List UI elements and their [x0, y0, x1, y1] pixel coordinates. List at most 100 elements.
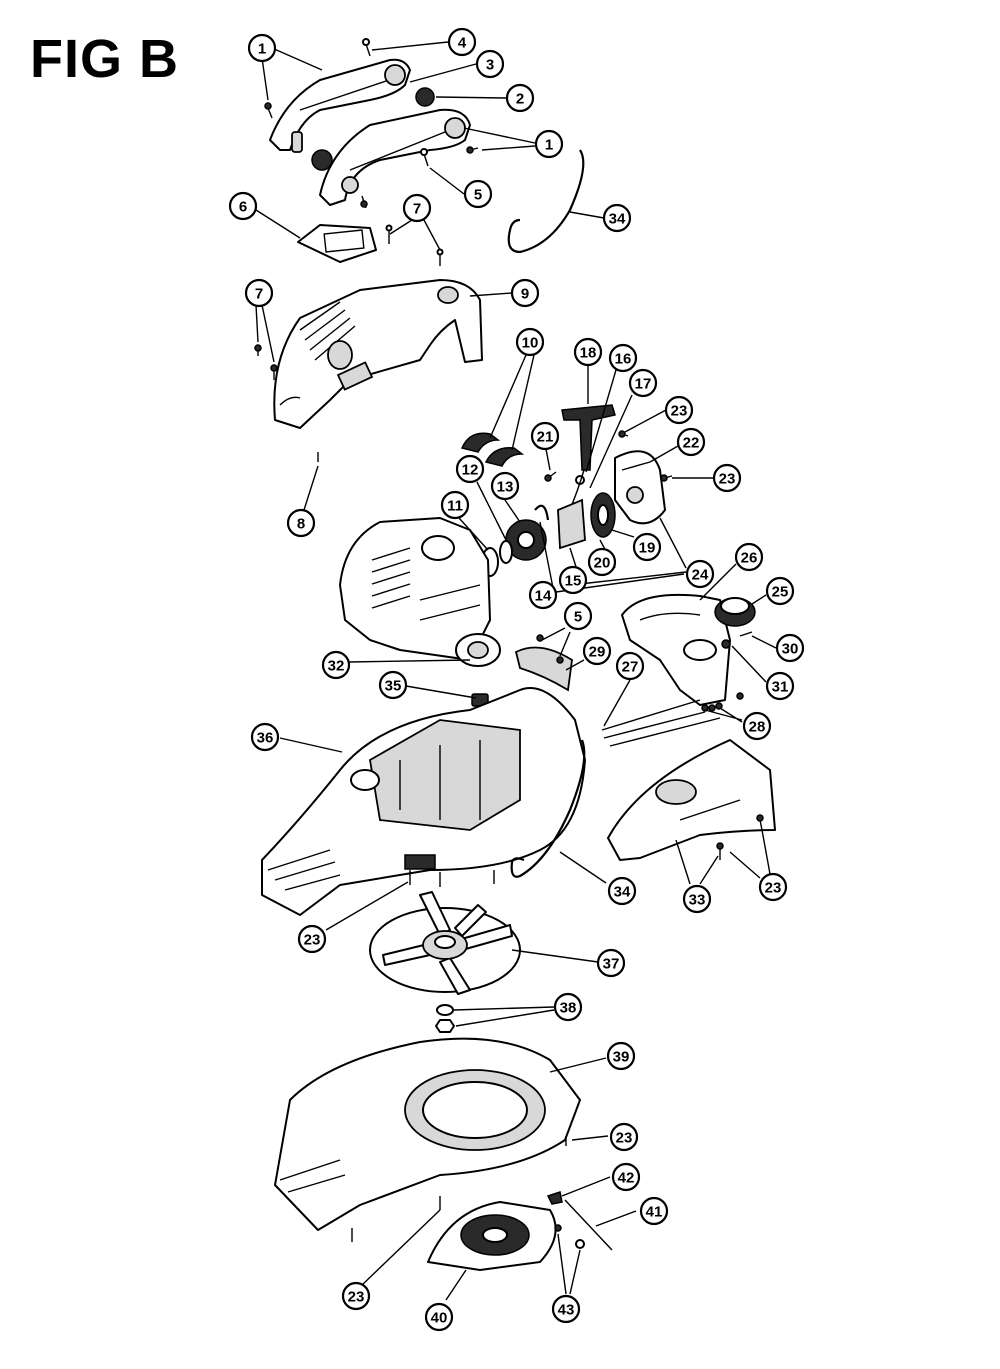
callout-23: 23: [297, 924, 327, 954]
callout-label: 35: [385, 678, 402, 695]
callout-23: 23: [758, 872, 788, 902]
callout-34: 34: [607, 876, 637, 906]
callout-23: 23: [664, 395, 694, 425]
callout-label: 13: [497, 479, 514, 496]
callout-label: 2: [516, 91, 524, 108]
side-cover-29: [514, 646, 573, 692]
callout-label: 28: [749, 719, 766, 736]
rod-41: [564, 1199, 613, 1251]
callout-27: 27: [615, 651, 645, 681]
callout-30: 30: [775, 633, 805, 663]
callout-circle: [582, 636, 612, 666]
callout-31: 31: [765, 671, 795, 701]
throttle-cable-lower: [510, 739, 586, 878]
callout-20: 20: [587, 547, 617, 577]
callout-39: 39: [606, 1041, 636, 1071]
callout-3: 3: [475, 49, 505, 79]
callout-7: 7: [244, 278, 274, 308]
callout-5: 5: [463, 179, 493, 209]
callout-label: 5: [574, 609, 582, 626]
callout-circle: [321, 650, 351, 680]
callout-23: 23: [712, 463, 742, 493]
callout-circle: [553, 992, 583, 1022]
callout-label: 27: [622, 659, 639, 676]
callout-circle: [510, 278, 540, 308]
callout-circle: [402, 193, 432, 223]
callout-circle: [573, 337, 603, 367]
callout-label: 9: [521, 286, 529, 303]
fuel-lines: [601, 699, 721, 747]
callout-circle: [639, 1196, 669, 1226]
lower-housing: [274, 1037, 581, 1231]
callout-circle: [734, 542, 764, 572]
nut-38: [435, 1019, 455, 1033]
callout-label: 15: [565, 573, 582, 590]
side-cover-33: [607, 739, 776, 861]
callout-circle: [424, 1302, 454, 1332]
callout-35: 35: [378, 670, 408, 700]
callout-15: 15: [558, 565, 588, 595]
callout-circle: [475, 49, 505, 79]
callout-circle: [664, 395, 694, 425]
callout-label: 36: [257, 730, 274, 747]
callout-29: 29: [582, 636, 612, 666]
callout-14: 14: [528, 580, 558, 610]
callout-32: 32: [321, 650, 351, 680]
callout-circle: [632, 532, 662, 562]
engine-shroud: [273, 279, 483, 429]
callout-label: 41: [646, 1204, 663, 1221]
callout-label: 40: [431, 1310, 448, 1327]
callout-circle: [765, 576, 795, 606]
callout-36: 36: [250, 722, 280, 752]
gasket-10b: [484, 447, 525, 467]
callout-circle: [341, 1281, 371, 1311]
callout-circle: [742, 711, 772, 741]
fan-impeller: [369, 891, 521, 995]
callout-circle: [250, 722, 280, 752]
callout-label: 7: [413, 201, 421, 218]
callout-8: 8: [286, 508, 316, 538]
callout-42: 42: [611, 1162, 641, 1192]
callout-34: 34: [602, 203, 632, 233]
starter-grip: [561, 404, 616, 471]
callout-circle: [611, 1162, 641, 1192]
callout-circle: [447, 27, 477, 57]
callout-10: 10: [515, 327, 545, 357]
callout-circle: [682, 884, 712, 914]
callout-23: 23: [609, 1122, 639, 1152]
callout-circle: [463, 179, 493, 209]
callout-label: 38: [560, 1000, 577, 1017]
callout-18: 18: [573, 337, 603, 367]
callout-1: 1: [534, 129, 564, 159]
callout-circle: [244, 278, 274, 308]
starter-pulley: [557, 498, 586, 550]
callout-label: 17: [635, 376, 652, 393]
screw-set-top: [264, 38, 479, 209]
washer-12: [499, 540, 513, 564]
callout-19: 19: [632, 532, 662, 562]
callout-37: 37: [596, 948, 626, 978]
callout-circle: [228, 191, 258, 221]
callout-circle: [534, 129, 564, 159]
callout-label: 34: [614, 884, 631, 901]
callout-circle: [558, 565, 588, 595]
callout-9: 9: [510, 278, 540, 308]
callout-label: 11: [447, 498, 463, 515]
callout-circle: [775, 633, 805, 663]
clip-42: [546, 1191, 563, 1205]
callout-label: 23: [348, 1289, 365, 1306]
callout-circle: [615, 651, 645, 681]
callout-4: 4: [447, 27, 477, 57]
callout-circle: [676, 427, 706, 457]
callout-circle: [685, 559, 715, 589]
callout-label: 19: [639, 540, 656, 557]
callout-40: 40: [424, 1302, 454, 1332]
callout-circle: [528, 580, 558, 610]
callout-label: 1: [258, 41, 266, 58]
callout-2: 2: [505, 83, 535, 113]
callout-circle: [596, 948, 626, 978]
callout-circle: [490, 471, 520, 501]
callout-circle: [587, 547, 617, 577]
callout-label: 6: [239, 199, 247, 216]
callout-label: 43: [558, 1302, 575, 1319]
